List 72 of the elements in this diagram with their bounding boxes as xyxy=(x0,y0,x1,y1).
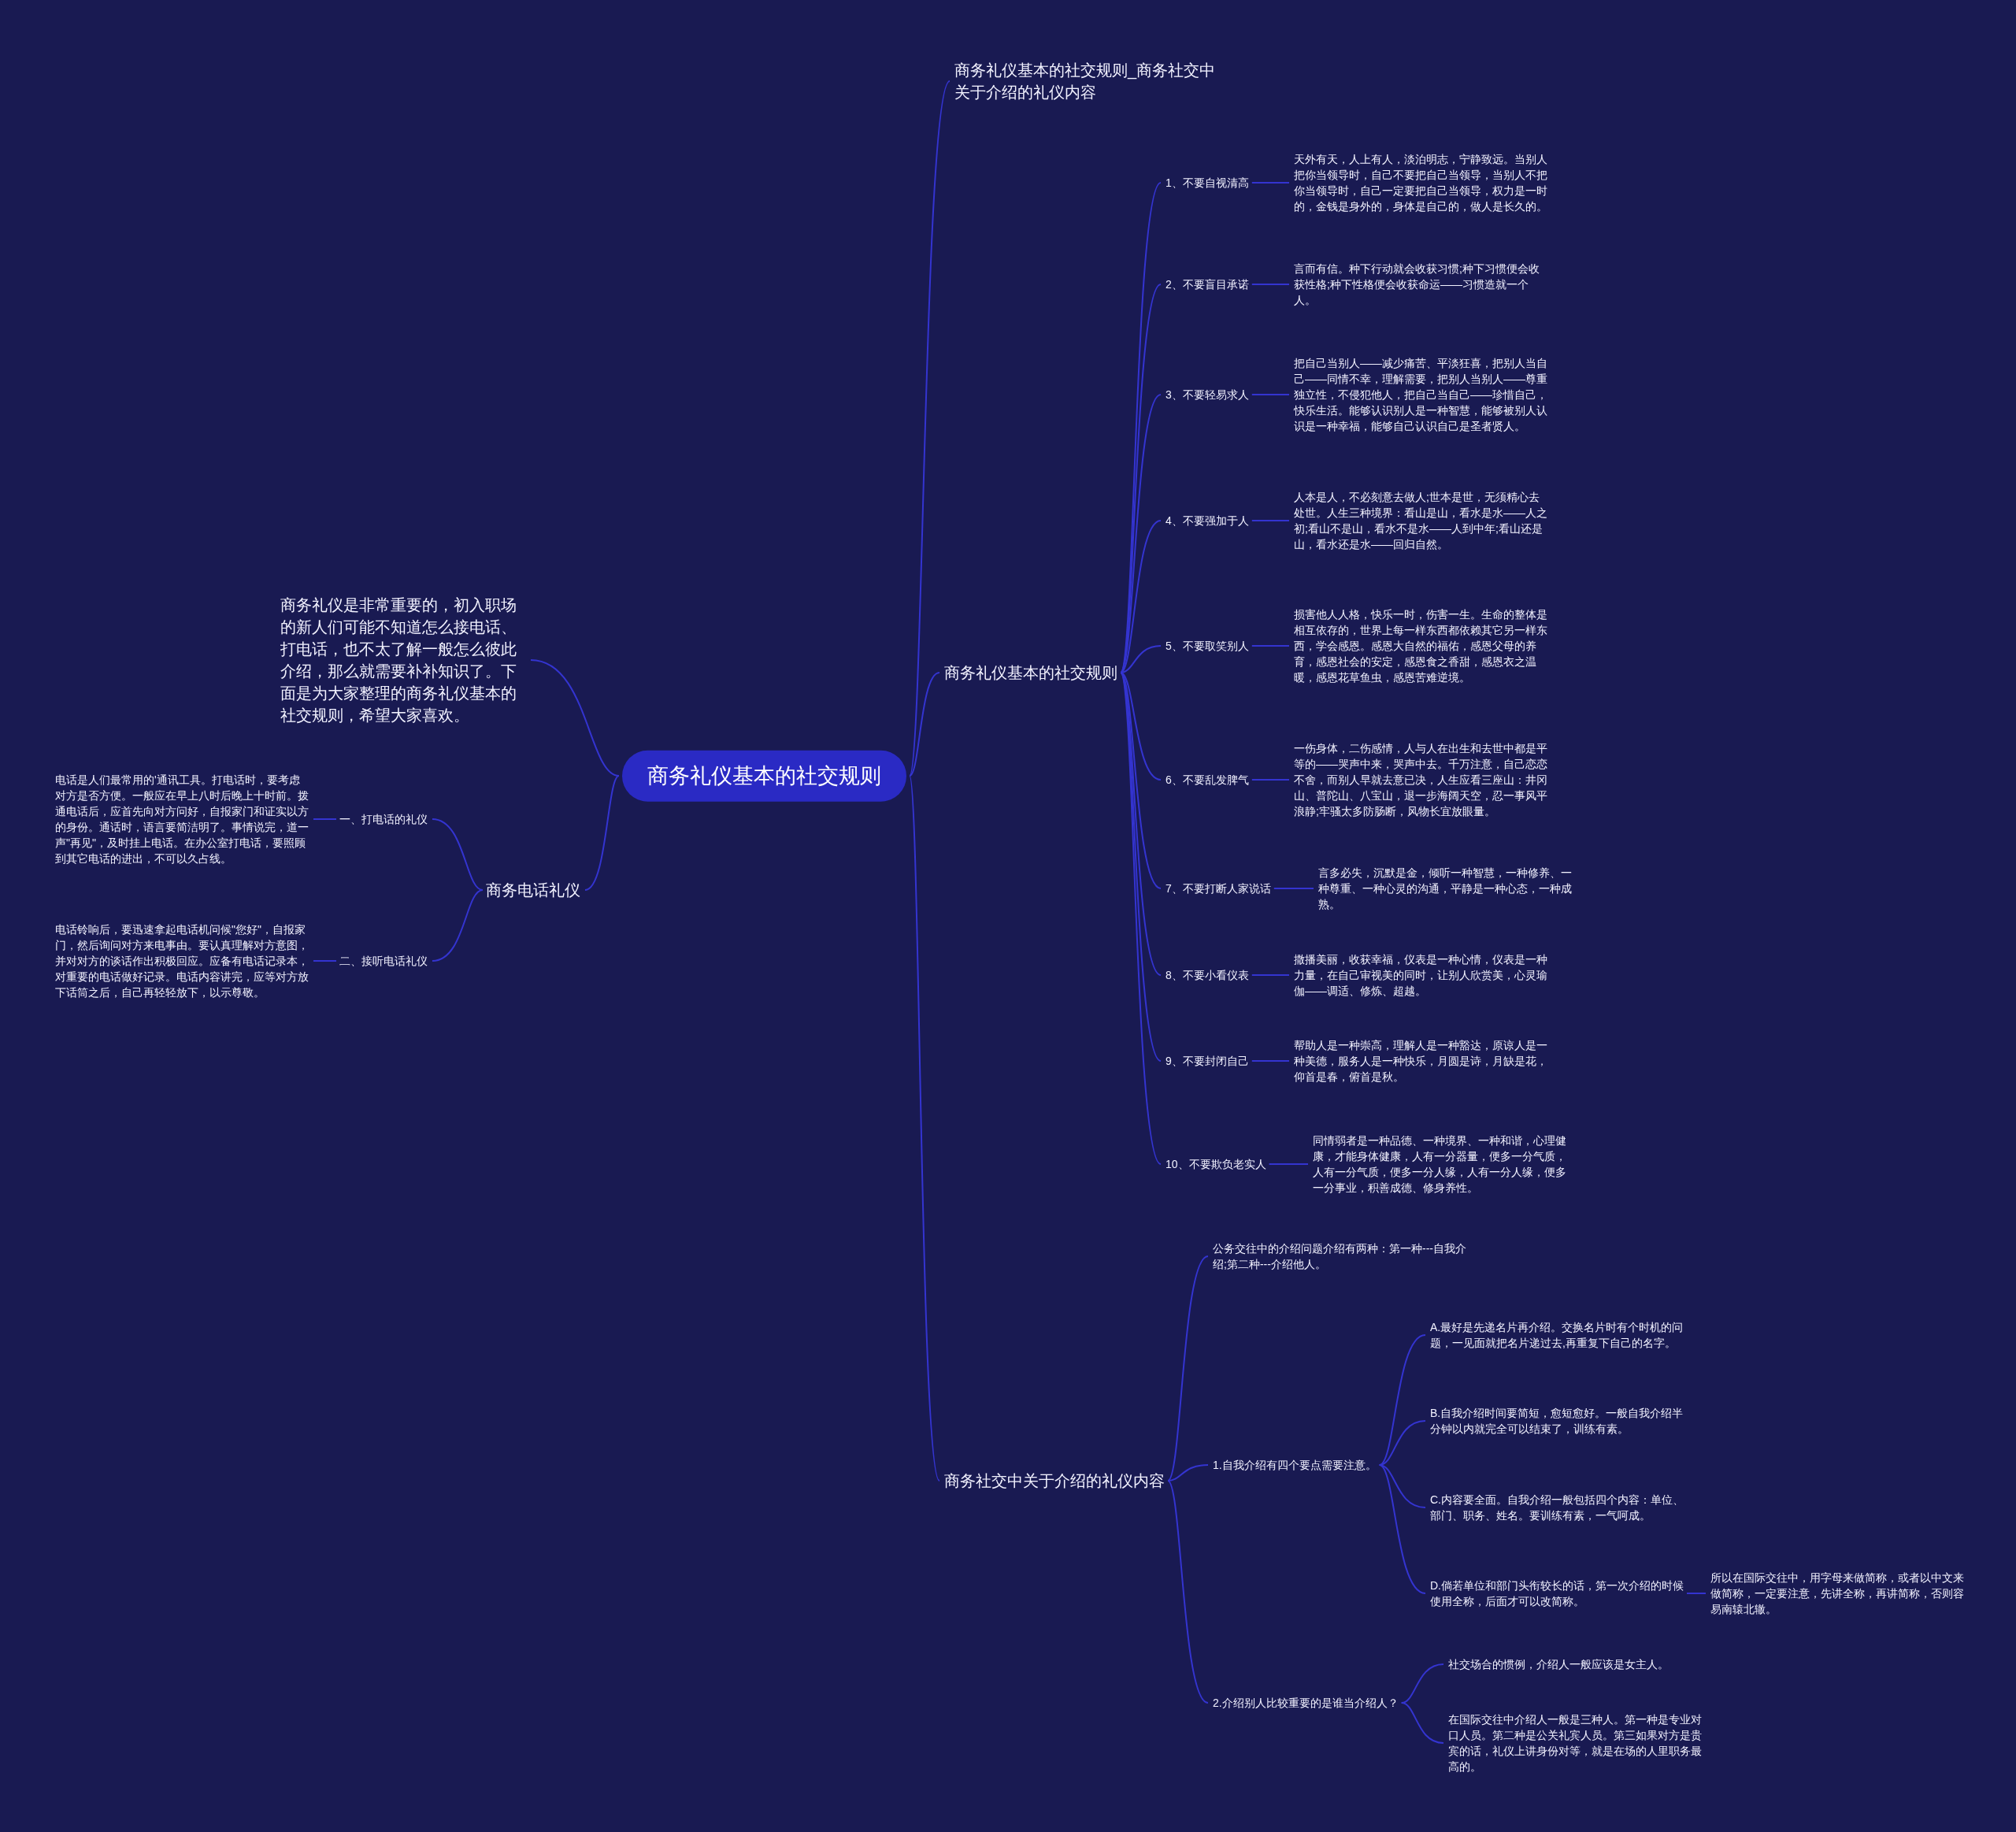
subtopic: 10、不要欺负老实人 xyxy=(1166,1156,1266,1172)
connector-line xyxy=(1251,284,1290,285)
subtopic: 3、不要轻易求人 xyxy=(1166,387,1249,402)
connector-line xyxy=(1120,672,1162,781)
branch-topic: 商务电话礼仪 xyxy=(486,879,580,901)
connector-line xyxy=(1273,888,1314,889)
detail-text: 同情弱者是一种品德、一种境界、一种和谐，心理健康，才能身体健康，人有一分器量，便多一分气质，人有一分气质，便多一分人缘，人有一分人缘，便多一分事业，积善成德、修身养性。 xyxy=(1313,1133,1566,1196)
connector-line xyxy=(1120,672,1162,1165)
subtopic: 4、不要强加于人 xyxy=(1166,513,1249,528)
subtopic: 公务交往中的介绍问题介绍有两种：第一种---自我介绍;第二种---介绍他人。 xyxy=(1213,1240,1473,1272)
detail-text: 天外有天，人上有人，淡泊明志，宁静致远。当别人把你当领导时，自己不要把自己当领导，当别人不把你当领导时，自己一定要把自己当领导，权力是一时的，金钱是身外的，身体是自己的，做人是长久的。 xyxy=(1294,151,1547,214)
connector-line xyxy=(1120,645,1162,673)
connector-line xyxy=(1251,394,1290,395)
central-topic: 商务礼仪基本的社交规则 xyxy=(622,750,906,802)
subtopic: 7、不要打断人家说话 xyxy=(1166,881,1271,896)
subtopic: 1.自我介绍有四个要点需要注意。 xyxy=(1213,1457,1377,1473)
detail-text: D.倘若单位和部门头衔较长的话，第一次介绍的时候使用全称，后面才可以改简称。 xyxy=(1430,1578,1684,1609)
subtopic: 5、不要取笑别人 xyxy=(1166,638,1249,654)
connector-line xyxy=(1120,520,1162,673)
connector-line xyxy=(1686,1593,1707,1594)
connector-line xyxy=(1268,1163,1309,1165)
detail-text: 言而有信。种下行动就会收获习惯;种下习惯便会收获性格;种下性格便会收获命运——习惯造就一个人。 xyxy=(1294,261,1547,308)
subtopic: 9、不要封闭自己 xyxy=(1166,1053,1249,1069)
detail-text: 把自己当别人——减少痛苦、平淡狂喜，把别人当自己——同情不幸，理解需要，把别人当别人——尊重独立性，不侵犯他人，把自己当自己——珍惜自己，快乐生活。能够认识别人是一种智慧，能够被别人认识是一种幸福，能够自己认识自己是圣者贤人。 xyxy=(1294,355,1547,434)
connector-line xyxy=(584,775,620,891)
connector-line xyxy=(1167,1464,1209,1482)
branch-topic: 商务社交中关于介绍的礼仪内容 xyxy=(944,1470,1165,1492)
detail-text: C.内容要全面。自我介绍一般包括四个内容：单位、部门、职务、姓名。要训练有素，一气呵成。 xyxy=(1430,1492,1684,1523)
subtopic: 2、不要盲目承诺 xyxy=(1166,276,1249,292)
connector-line xyxy=(909,672,940,777)
detail-text: 社交场合的惯例，介绍人一般应该是女主人。 xyxy=(1448,1656,1708,1672)
detail-text: 人本是人，不必刻意去做人;世本是世，无须精心去处世。人生三种境界：看山是山，看水是水——人之初;看山不是山，看水不是水——人到中年;看山还是山，看水还是水——回归自然。 xyxy=(1294,489,1547,552)
detail-text: 损害他人人格，快乐一时，伤害一生。生命的整体是相互依存的，世界上每一样东西都依赖其它另一样东西，学会感恩。感恩大自然的福佑，感恩父母的养育，感恩社会的安定，感恩食之香甜，感恩衣之温暖，感恩花草鱼虫，感恩苦难逆境。 xyxy=(1294,606,1547,685)
connector-line xyxy=(1378,1334,1426,1466)
connector-line xyxy=(1251,1060,1290,1062)
subtopic: 二、接听电话礼仪 xyxy=(339,953,428,969)
connector-line xyxy=(1120,672,1162,976)
detail-text: B.自我介绍时间要简短，愈短愈好。一般自我介绍半分钟以内就完全可以结束了，训练有素。 xyxy=(1430,1405,1684,1437)
subtopic: 一、打电话的礼仪 xyxy=(339,811,428,827)
branch-topic: 商务礼仪基本的社交规则_商务社交中关于介绍的礼仪内容 xyxy=(954,59,1222,103)
detail-text: 电话铃响后，要迅速拿起电话机问候"您好"，自报家门，然后询问对方来电事由。要认真理解对方意图，并对对方的谈话作出积极回应。应备有电话记录本，对重要的电话做好记录。电话内容讲完，应等对方放下话筒之后，自己再轻轻放下，以示尊敬。 xyxy=(55,922,309,1000)
connector-line xyxy=(1167,1255,1209,1482)
detail-text: 撒播美丽，收获幸福，仪表是一种心情，仪表是一种力量，在自己审视美的同时，让别人欣赏美，心灵瑜伽——调适、修炼、超越。 xyxy=(1294,951,1547,999)
subtopic: 8、不要小看仪表 xyxy=(1166,967,1249,983)
detail-text: 在国际交往中介绍人一般是三种人。第一种是专业对口人员。第二种是公关礼宾人员。第三如果对方是贵宾的话，礼仪上讲身份对等，就是在场的人里职务最高的。 xyxy=(1448,1711,1708,1775)
detail-text: A.最好是先递名片再介绍。交换名片时有个时机的问题，一见面就把名片递过去,再重复下自己的名字。 xyxy=(1430,1319,1684,1351)
connector-line xyxy=(1251,520,1290,521)
connector-line xyxy=(1400,1702,1444,1744)
connector-line xyxy=(1120,284,1162,673)
connector-line xyxy=(530,659,620,777)
detail-text: 帮助人是一种崇高，理解人是一种豁达，原谅人是一种美德，服务人是一种快乐，月圆是诗，月缺是花，仰首是春，俯首是秋。 xyxy=(1294,1037,1547,1085)
connector-line xyxy=(1251,182,1290,184)
connector-line xyxy=(1251,645,1290,647)
connector-line xyxy=(432,889,484,962)
subtopic: 1、不要自视清高 xyxy=(1166,175,1249,191)
connector-line xyxy=(1251,974,1290,976)
connector-line xyxy=(909,80,951,777)
branch-topic: 商务礼仪是非常重要的，初入职场的新人们可能不知道怎么接电话、打电话，也不太了解一般怎么彼此介绍，那么就需要补补知识了。下面是为大家整理的商务礼仪基本的社交规则，希望大家喜欢。 xyxy=(280,594,526,726)
connector-line xyxy=(909,775,940,1482)
subtopic: 6、不要乱发脾气 xyxy=(1166,772,1249,788)
connector-line xyxy=(313,818,337,820)
detail-text: 一伤身体，二伤感情，人与人在出生和去世中都是平等的——哭声中来，哭声中去。千万注意，自己恋恋不舍，而别人早就去意已决，人生应看三座山：井冈山、普陀山、八宝山，退一步海阔天空，忍一事风平浪静;牢骚太多防肠断，风物长宜放眼量。 xyxy=(1294,740,1547,819)
connector-line xyxy=(1167,1480,1209,1704)
connector-line xyxy=(313,960,337,962)
connector-line xyxy=(432,818,484,891)
detail-text: 电话是人们最常用的'通讯工具。打电话时，要考虑对方是否方便。一般应在早上八时后晚上十时前。拨通电话后，应首先向对方问好，自报家门和证实以方的身份。通话时，语言要简洁明了。事情说完，道一声"再见"，及时挂上电话。在办公室打电话，要照顾到其它电话的进出，不可以久占线。 xyxy=(55,772,309,866)
connector-line xyxy=(1378,1464,1426,1594)
subtopic: 2.介绍别人比较重要的是谁当介绍人？ xyxy=(1213,1695,1399,1711)
detail-text: 所以在国际交往中，用字母来做简称，或者以中文来做简称，一定要注意，先讲全称，再讲简称，否则容易南辕北辙。 xyxy=(1710,1570,1964,1617)
connector-line xyxy=(1251,779,1290,781)
detail-text: 言多必失，沉默是金，倾听一种智慧，一种修养、一种尊重、一种心灵的沟通，平静是一种心态，一种成熟。 xyxy=(1318,865,1572,912)
branch-topic: 商务礼仪基本的社交规则 xyxy=(944,662,1117,684)
